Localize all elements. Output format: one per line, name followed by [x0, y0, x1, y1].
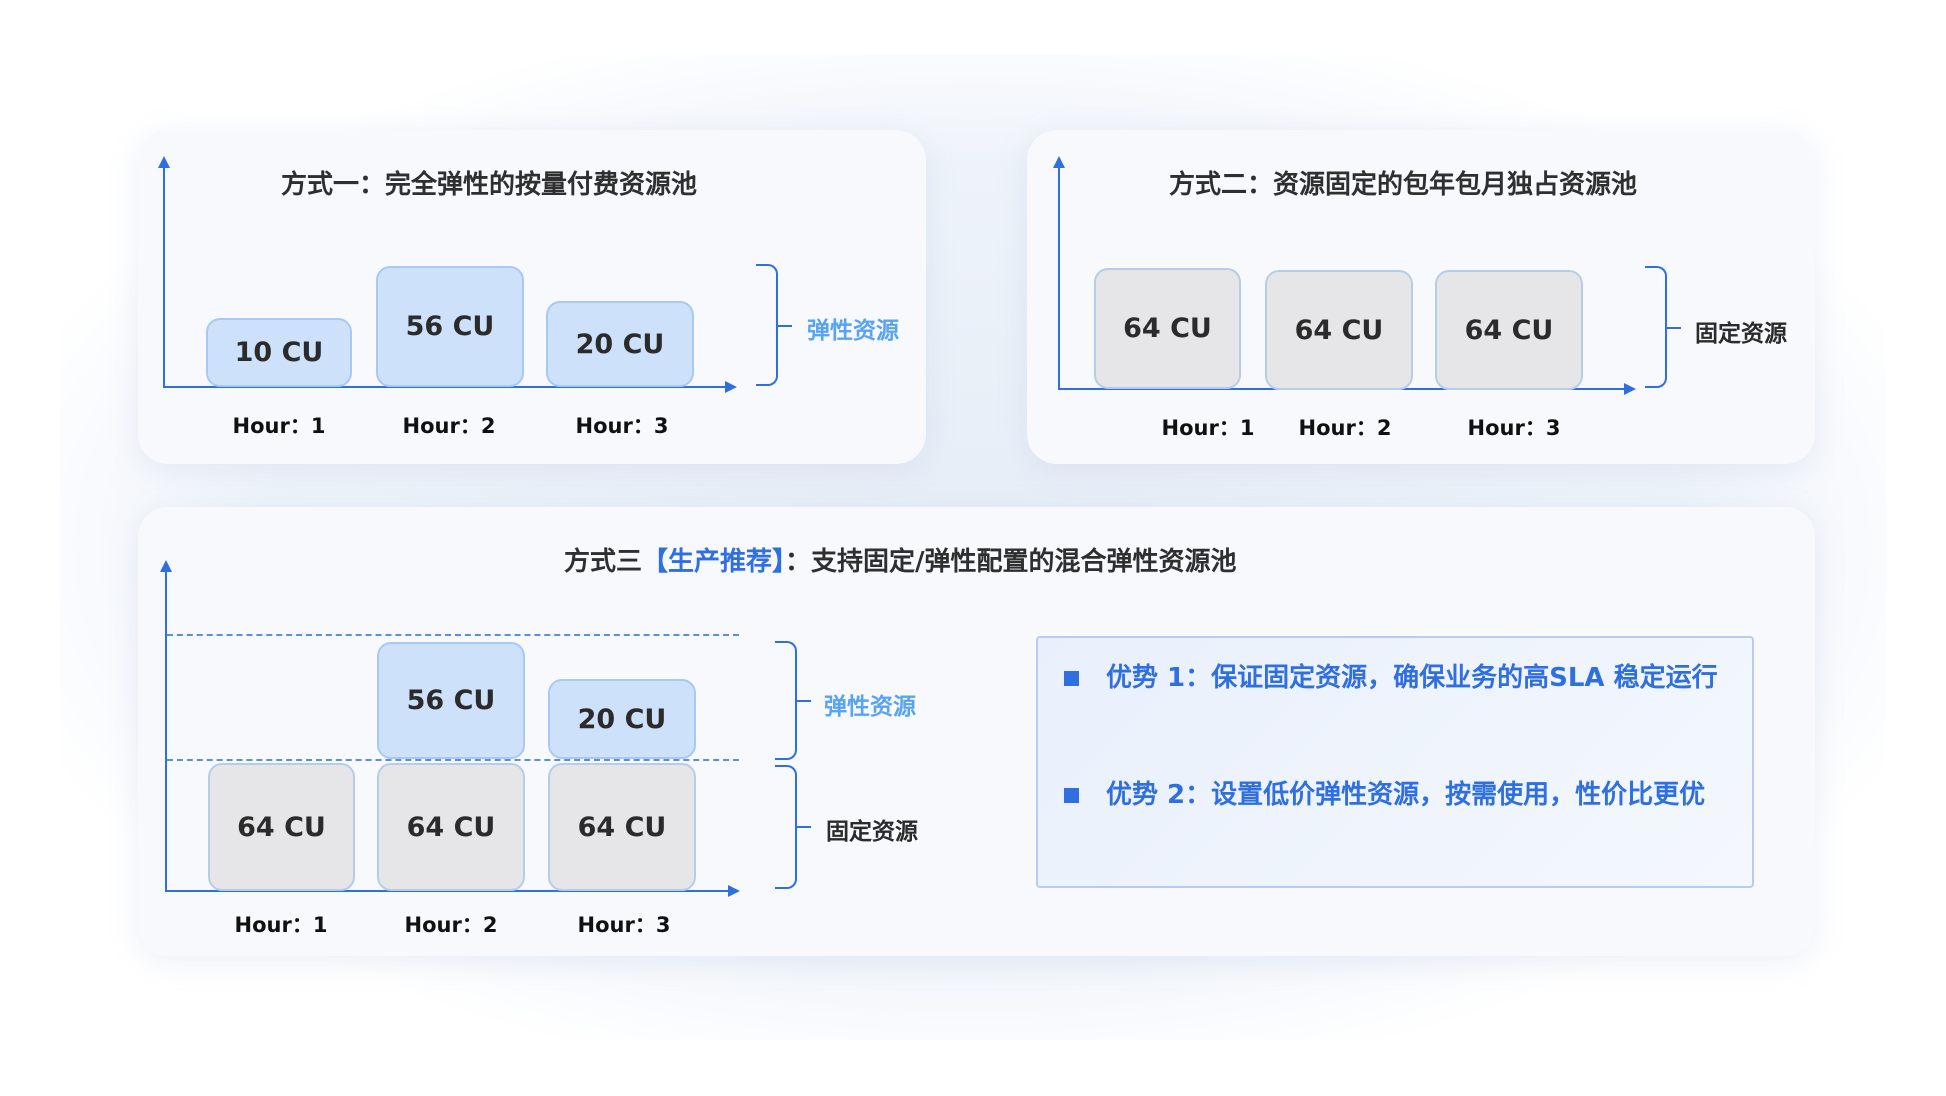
panel2-block-hour3: 64 CU	[1435, 270, 1583, 390]
panel3-fixed-brace-tick	[797, 826, 811, 828]
panel3-y-axis	[165, 567, 167, 892]
panel3-fixed-block-hour3: 64 CU	[548, 763, 696, 891]
panel3-fixed-brace	[775, 765, 797, 889]
square-bullet-icon	[1064, 671, 1079, 686]
advantage-item-1: 优势 1：保证固定资源，确保业务的高SLA 稳定运行	[1064, 649, 1726, 707]
panel3-title-highlight: 【生产推荐】	[642, 547, 786, 577]
panel1-x-arrow	[725, 381, 737, 393]
panel2-brace	[1645, 266, 1667, 388]
panel2-x-arrow	[1624, 383, 1636, 395]
panel2-block-hour2: 64 CU	[1265, 270, 1413, 390]
panel3-elastic-block-hour3: 20 CU	[548, 679, 696, 759]
panel3-elastic-brace	[775, 641, 797, 760]
panel-pay-as-you-go: 方式一：完全弹性的按量付费资源池 10 CU 56 CU 20 CU Hour：…	[138, 130, 926, 464]
panel2-hour-2: Hour：2	[1298, 416, 1392, 440]
panel1-block-hour1: 10 CU	[206, 318, 352, 387]
panel3-x-axis	[165, 890, 730, 892]
panel1-title: 方式一：完全弹性的按量付费资源池	[281, 170, 698, 200]
panel2-hour-1: Hour：1	[1161, 416, 1255, 440]
panel3-fixed-block-hour2: 64 CU	[377, 763, 525, 891]
panel2-y-arrow	[1053, 156, 1065, 168]
panel3-elastic-brace-tick	[797, 700, 811, 702]
panel1-hour-3: Hour：3	[575, 414, 669, 438]
panel3-title: 方式三【生产推荐】：支持固定/弹性配置的混合弹性资源池	[564, 541, 1237, 578]
panel2-title: 方式二：资源固定的包年包月独占资源池	[1169, 170, 1638, 200]
panel1-y-axis	[163, 164, 165, 387]
advantage-item-2: 优势 2：设置低价弹性资源，按需使用，性价比更优	[1064, 766, 1726, 824]
panel1-block-hour3: 20 CU	[546, 301, 694, 387]
panel1-elastic-label: 弹性资源	[807, 318, 899, 344]
panel3-hour-2: Hour：2	[404, 913, 498, 937]
advantage-text-2: 优势 2：设置低价弹性资源，按需使用，性价比更优	[1106, 780, 1706, 810]
panel2-brace-tick	[1667, 327, 1681, 329]
panel1-brace	[756, 264, 778, 386]
panel3-fixed-block-hour1: 64 CU	[208, 763, 355, 891]
advantage-text-1: 优势 1：保证固定资源，确保业务的高SLA 稳定运行	[1106, 663, 1718, 693]
square-bullet-icon	[1064, 788, 1079, 803]
panel3-hour-1: Hour：1	[234, 913, 328, 937]
advantages-box: 优势 1：保证固定资源，确保业务的高SLA 稳定运行 优势 2：设置低价弹性资源…	[1036, 636, 1754, 888]
panel1-hour-2: Hour：2	[402, 414, 496, 438]
panel3-elastic-top-line	[167, 634, 739, 636]
panel3-title-suffix: ：支持固定/弹性配置的混合弹性资源池	[785, 547, 1237, 577]
panel1-y-arrow	[158, 156, 170, 168]
panel3-y-arrow	[160, 560, 172, 572]
panel1-brace-tick	[778, 325, 792, 327]
panel2-y-axis	[1058, 164, 1060, 389]
panel2-block-hour1: 64 CU	[1094, 268, 1241, 389]
panel3-fixed-label: 固定资源	[826, 819, 918, 845]
panel3-elastic-label: 弹性资源	[824, 694, 916, 720]
panel2-fixed-label: 固定资源	[1695, 321, 1787, 347]
panel3-hour-3: Hour：3	[577, 913, 671, 937]
panel3-title-prefix: 方式三	[564, 547, 643, 577]
panel1-x-axis	[163, 386, 727, 388]
panel2-hour-3: Hour：3	[1467, 416, 1561, 440]
panel3-elastic-block-hour2: 56 CU	[377, 642, 525, 759]
panel3-fixed-top-line	[167, 759, 739, 761]
panel3-x-arrow	[728, 885, 740, 897]
panel-subscription: 方式二：资源固定的包年包月独占资源池 64 CU 64 CU 64 CU Hou…	[1027, 130, 1815, 464]
panel1-hour-1: Hour：1	[232, 414, 326, 438]
panel1-block-hour2: 56 CU	[376, 266, 524, 387]
